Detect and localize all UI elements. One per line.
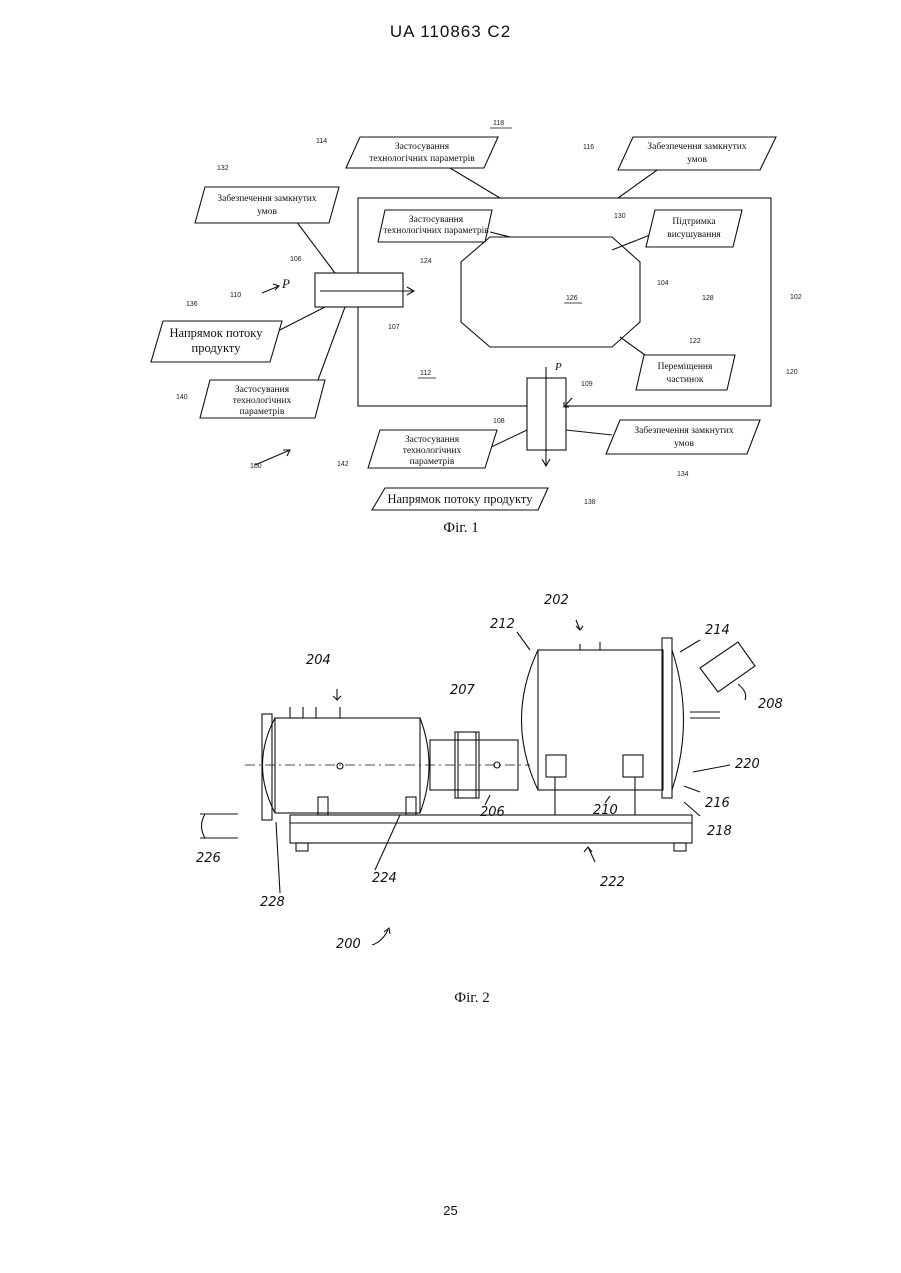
- ref-216: 216: [705, 796, 730, 811]
- label-box-136: Напрямок потоку продукту: [151, 321, 282, 362]
- pressure-label-inlet: P: [281, 276, 290, 291]
- svg-text:Забезпечення замкнутих: Забезпечення замкнутих: [647, 141, 746, 152]
- svg-text:параметрів: параметрів: [240, 407, 285, 417]
- ref-206: 206: [480, 805, 505, 820]
- ref-102: 102: [790, 294, 802, 301]
- svg-text:продукту: продукту: [192, 341, 242, 355]
- ref-112: 112: [420, 370, 431, 377]
- ref-222: 222: [600, 875, 625, 890]
- vessel-204: [245, 707, 530, 820]
- page-number: 25: [0, 1203, 901, 1218]
- ref-140: 140: [176, 394, 188, 401]
- ref-214: 214: [705, 623, 730, 638]
- ref-138: 138: [584, 499, 596, 506]
- svg-text:технологічних: технологічних: [403, 446, 462, 456]
- ref-124: 124: [420, 258, 432, 265]
- ref-130: 130: [614, 213, 626, 220]
- ref-118: 118: [493, 120, 504, 127]
- ref-114: 114: [316, 138, 327, 145]
- ref-207: 207: [450, 683, 476, 698]
- ref-204: 204: [306, 653, 331, 668]
- svg-text:Застосування: Застосування: [235, 385, 290, 395]
- svg-text:параметрів: параметрів: [410, 457, 455, 467]
- svg-text:Напрямок потоку продукту: Напрямок потоку продукту: [388, 492, 534, 506]
- ref-228: 228: [260, 895, 285, 910]
- label-box-132: Забезпечення замкнутих умов: [195, 187, 339, 223]
- ref-208: 208: [758, 697, 783, 712]
- figure-2-caption: Фіг. 2: [454, 990, 489, 1006]
- inlet-pipe-106: [315, 273, 403, 307]
- label-box-134: Забезпечення замкнутих умов: [606, 420, 760, 454]
- svg-text:Підтримка: Підтримка: [672, 217, 716, 227]
- ref-122: 122: [689, 338, 701, 345]
- drying-vessel-104: [461, 237, 640, 347]
- ref-104: 104: [657, 280, 669, 287]
- ref-107: 107: [388, 324, 400, 331]
- label-box-114: Застосування технологічних параметрів: [346, 137, 498, 168]
- label-box-140: Застосування технологічних параметрів: [200, 380, 325, 418]
- ref-106: 106: [290, 256, 302, 263]
- ref-108: 108: [493, 418, 505, 425]
- svg-text:Застосування: Застосування: [395, 142, 450, 152]
- ref-224: 224: [372, 871, 397, 886]
- ref-220: 220: [735, 757, 760, 772]
- svg-text:Забезпечення замкнутих: Забезпечення замкнутих: [634, 425, 733, 436]
- ref-210: 210: [593, 803, 618, 818]
- ref-110: 110: [230, 292, 241, 299]
- svg-text:Напрямок потоку: Напрямок потоку: [170, 326, 264, 340]
- label-box-130: Підтримка висушування: [646, 210, 742, 247]
- svg-text:Переміщення: Переміщення: [658, 362, 713, 372]
- ref-109: 109: [581, 381, 593, 388]
- figure-2: 202 212 214 204 207 208 220 216 206 210 …: [196, 593, 783, 1006]
- ref-218: 218: [707, 824, 732, 839]
- svg-text:Забезпечення замкнутих: Забезпечення замкнутих: [217, 193, 316, 204]
- svg-text:умов: умов: [257, 207, 277, 217]
- svg-text:висушування: висушування: [667, 230, 721, 240]
- ref-226: 226: [196, 851, 221, 866]
- ref-126: 126: [566, 295, 578, 302]
- ref-128: 128: [702, 295, 714, 302]
- svg-text:частинок: частинок: [667, 375, 704, 385]
- svg-text:технологічних параметрів: технологічних параметрів: [369, 154, 475, 164]
- ref-136: 136: [186, 301, 198, 308]
- svg-text:Застосування: Застосування: [405, 435, 460, 445]
- label-box-138: Напрямок потоку продукту: [372, 488, 548, 510]
- ref-120: 120: [786, 369, 798, 376]
- ref-202: 202: [544, 593, 569, 608]
- svg-text:Застосування: Застосування: [409, 215, 464, 225]
- ref-116: 116: [583, 144, 594, 151]
- figure-1-caption: Фіг. 1: [443, 520, 478, 536]
- svg-text:технологічних: технологічних: [233, 396, 292, 406]
- label-box-142: Застосування технологічних параметрів: [368, 430, 497, 468]
- figure-1: Застосування технологічних параметрів За…: [151, 120, 802, 536]
- ref-100: 100: [250, 463, 262, 470]
- ref-200: 200: [336, 937, 361, 952]
- ref-212: 212: [490, 617, 515, 632]
- svg-text:умов: умов: [674, 439, 694, 449]
- svg-text:технологічних параметрів: технологічних параметрів: [383, 226, 489, 236]
- ref-132: 132: [217, 165, 229, 172]
- label-box-116: Забезпечення замкнутих умов: [618, 137, 776, 170]
- svg-text:умов: умов: [687, 155, 707, 165]
- ref-142: 142: [337, 461, 349, 468]
- vessel-202: [522, 638, 756, 815]
- label-box-122: Переміщення частинок: [636, 355, 735, 390]
- pressure-label-outlet: P: [554, 361, 562, 373]
- ref-134: 134: [677, 471, 689, 478]
- label-box-124: Застосування технологічних параметрів: [378, 210, 492, 242]
